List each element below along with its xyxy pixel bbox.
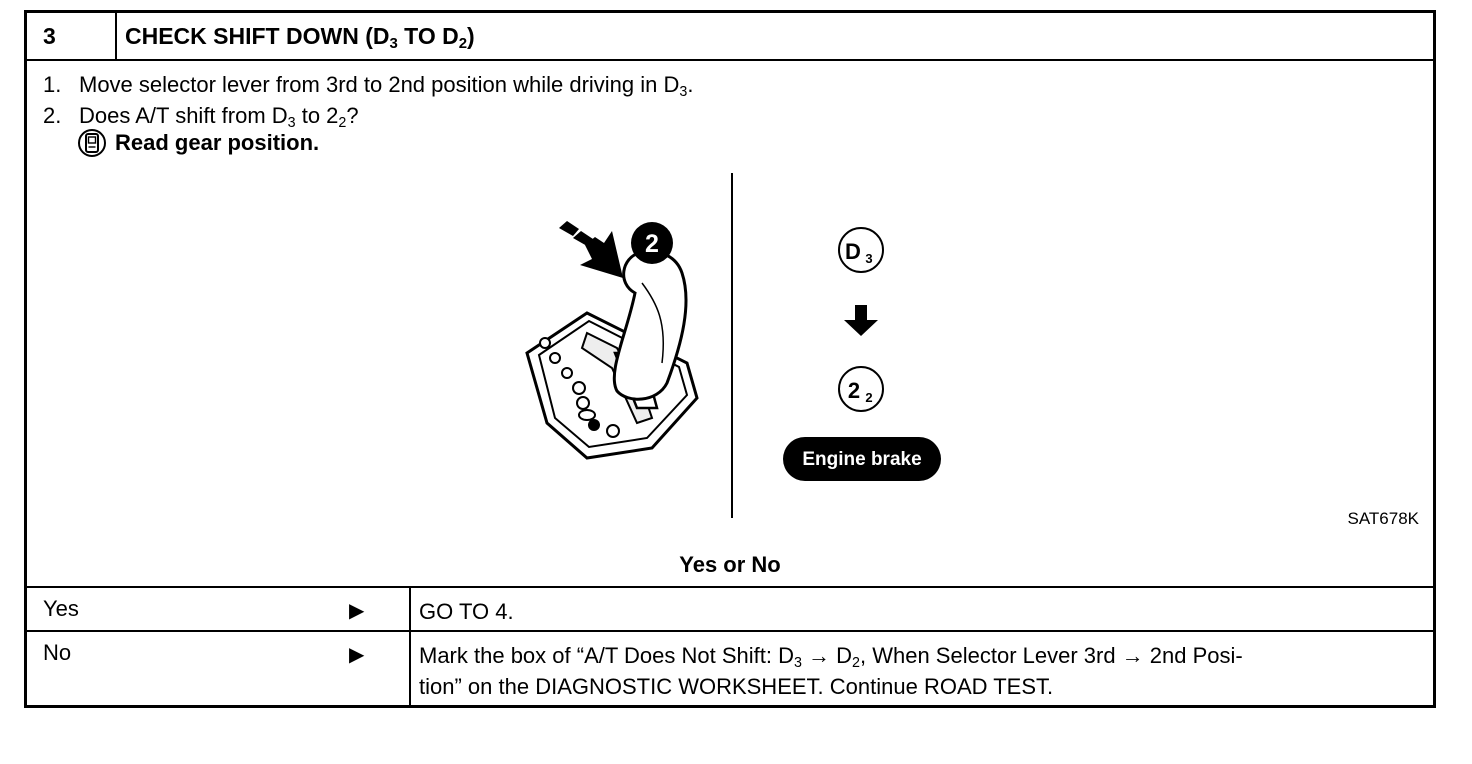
shifter-illustration (525, 221, 699, 460)
consult-icon (78, 129, 106, 157)
svg-text:2: 2 (848, 378, 860, 403)
answer-action: Mark the box of “A/T Does Not Shift: D3 … (419, 643, 1243, 699)
gear-to: 2 2 (838, 366, 884, 412)
step-2-badge (631, 222, 673, 264)
step-title: CHECK SHIFT DOWN (D3 TO D2) (125, 23, 475, 53)
instruction-list: 1.Move selector lever from 3rd to 2nd po… (43, 69, 693, 131)
answer-row-no: No ▶ Mark the box of “A/T Does Not Shift… (27, 632, 1433, 707)
step-header: 3 CHECK SHIFT DOWN (D3 TO D2) (27, 13, 1433, 61)
engine-brake-label: Engine brake (802, 449, 921, 470)
answer-row-yes: Yes ▶ GO TO 4. (27, 588, 1433, 632)
step-number: 3 (43, 23, 56, 49)
answer-action: GO TO 4. (419, 599, 514, 624)
step-2-badge-label: 2 (645, 230, 659, 258)
question-label: Yes or No (679, 552, 781, 577)
note-line: Read gear position. (77, 128, 319, 158)
svg-text:2: 2 (865, 390, 872, 405)
illustration: 2 D 3 2 2 Engine brake (525, 173, 941, 518)
gear-from: D 3 (838, 227, 884, 273)
figure-id: SAT678K (1347, 509, 1419, 528)
step-number-cell: 3 (27, 13, 117, 59)
answer-table: Yes ▶ GO TO 4. No ▶ Mark the box of “A/T… (27, 586, 1433, 707)
svg-text:D: D (845, 239, 861, 264)
down-arrow-icon (844, 305, 878, 336)
answer-label: Yes (43, 596, 79, 621)
svg-text:3: 3 (865, 251, 872, 266)
arrow-right-icon: ▶ (349, 644, 365, 666)
engine-brake-badge (783, 437, 941, 481)
procedure-table: 3 CHECK SHIFT DOWN (D3 TO D2) 1.Move sel… (24, 10, 1436, 708)
instruction-2: 2.Does A/T shift from D3 to 22? (43, 103, 359, 131)
arrow-right-icon: ▶ (349, 600, 365, 622)
column-divider (409, 588, 411, 707)
answer-label: No (43, 640, 72, 665)
instruction-1: 1.Move selector lever from 3rd to 2nd po… (43, 72, 694, 100)
note-text: Read gear position. (115, 130, 320, 155)
